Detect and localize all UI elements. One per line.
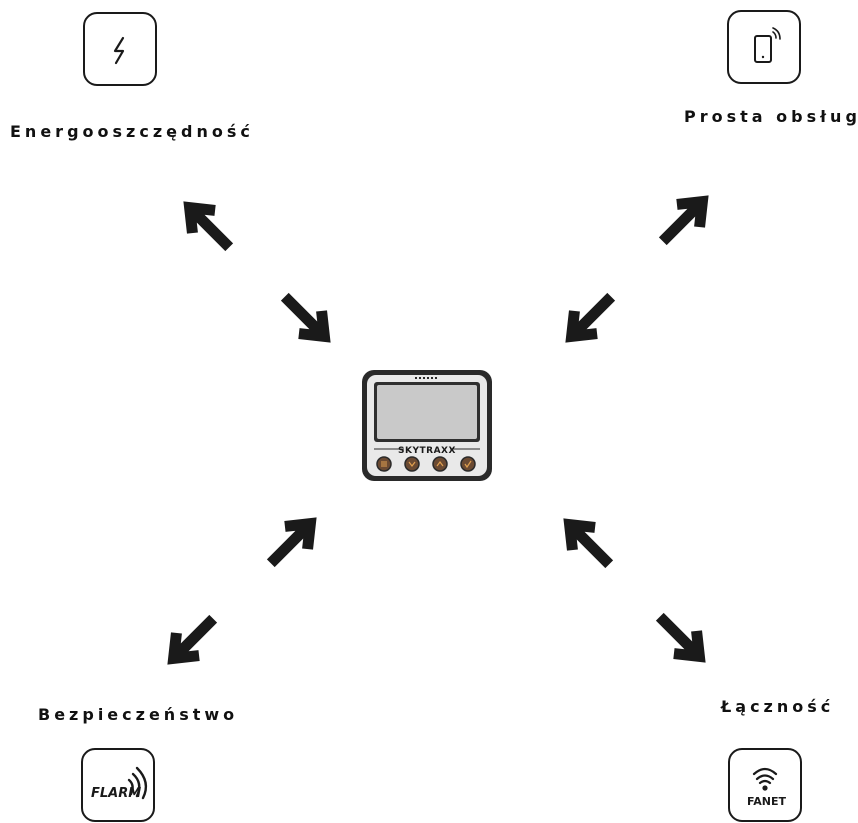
easy-use-icon-box: [727, 10, 801, 84]
fanet-logo-text: FANET: [747, 795, 786, 808]
device-buttons: [376, 456, 476, 472]
flarm-logo: FLARM: [91, 766, 148, 801]
energy-saving-label: Energooszczędność: [10, 122, 254, 141]
arrow-down-left-inner: [565, 292, 616, 343]
energy-saving-icon-box: [83, 12, 157, 86]
up-button: [432, 456, 448, 472]
arrow-up-right-inner: [266, 517, 317, 568]
device-brand: SKYTRAXX: [398, 446, 456, 456]
arrow-down-right-inner: [280, 292, 331, 343]
safety-icon-box: FLARM: [81, 748, 155, 822]
safety-label: Bezpieczeństwo: [38, 705, 239, 724]
arrow-up-left-inner: [563, 518, 614, 569]
lightning-icon: [113, 36, 125, 65]
arrow-up-right-outer: [658, 195, 709, 246]
device-screen: [377, 385, 477, 439]
smartphone-icon: [754, 27, 781, 63]
easy-use-label: Prosta obsługa: [684, 107, 858, 126]
down-button: [404, 456, 420, 472]
skytraxx-device: SKYTRAXX: [362, 370, 492, 481]
ok-button: [460, 456, 476, 472]
arrow-up-left-outer: [183, 201, 234, 252]
flarm-logo-text: FLARM: [91, 786, 141, 801]
connectivity-icon-box: FANET: [728, 748, 802, 822]
fanet-logo: FANET: [747, 767, 786, 808]
connectivity-label: Łączność: [721, 697, 835, 716]
arrow-down-right-outer: [655, 612, 706, 663]
arrow-down-left-outer: [167, 614, 218, 665]
